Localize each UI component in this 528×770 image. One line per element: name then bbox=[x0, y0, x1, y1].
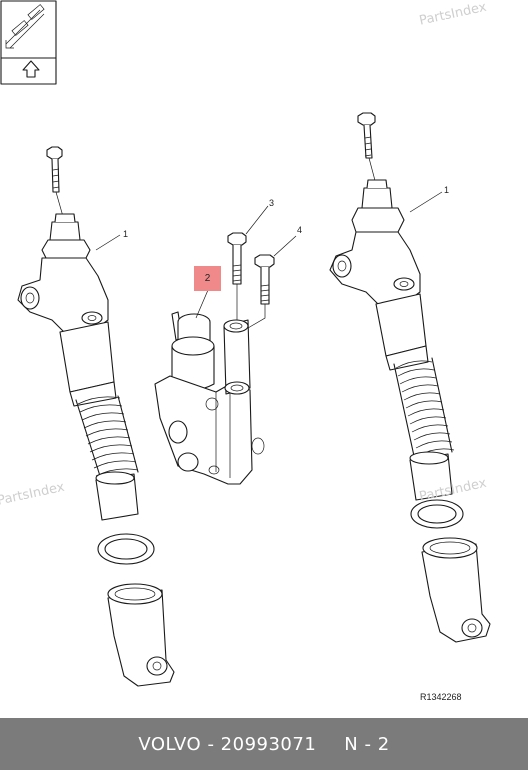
left-injector-assembly bbox=[17, 146, 175, 687]
parts-diagram bbox=[0, 0, 491, 687]
callout-3[interactable]: 3 bbox=[269, 198, 275, 208]
part-footer: VOLVO - 20993071 N - 2 bbox=[0, 718, 528, 770]
callout-4[interactable]: 4 bbox=[297, 225, 303, 235]
footer-separator: - bbox=[201, 733, 221, 755]
right-injector-assembly bbox=[329, 112, 491, 643]
footer-brand: VOLVO bbox=[138, 733, 202, 755]
footer-part-number: 20993071 bbox=[220, 733, 317, 755]
diagram-reference-code: R1342268 bbox=[420, 692, 462, 702]
footer-position: N - 2 bbox=[344, 733, 390, 755]
callout-2-highlight[interactable]: 2 bbox=[194, 266, 221, 291]
callout-1-right[interactable]: 1 bbox=[444, 185, 450, 195]
diagram-canvas: PartsIndex PartsIndex PartsIndex 1 1 2 3… bbox=[0, 0, 491, 702]
callout-1-left[interactable]: 1 bbox=[123, 229, 129, 239]
valve-block-assembly bbox=[154, 205, 297, 485]
callout-2: 2 bbox=[204, 273, 211, 284]
orientation-arrow-icon[interactable] bbox=[22, 60, 40, 78]
